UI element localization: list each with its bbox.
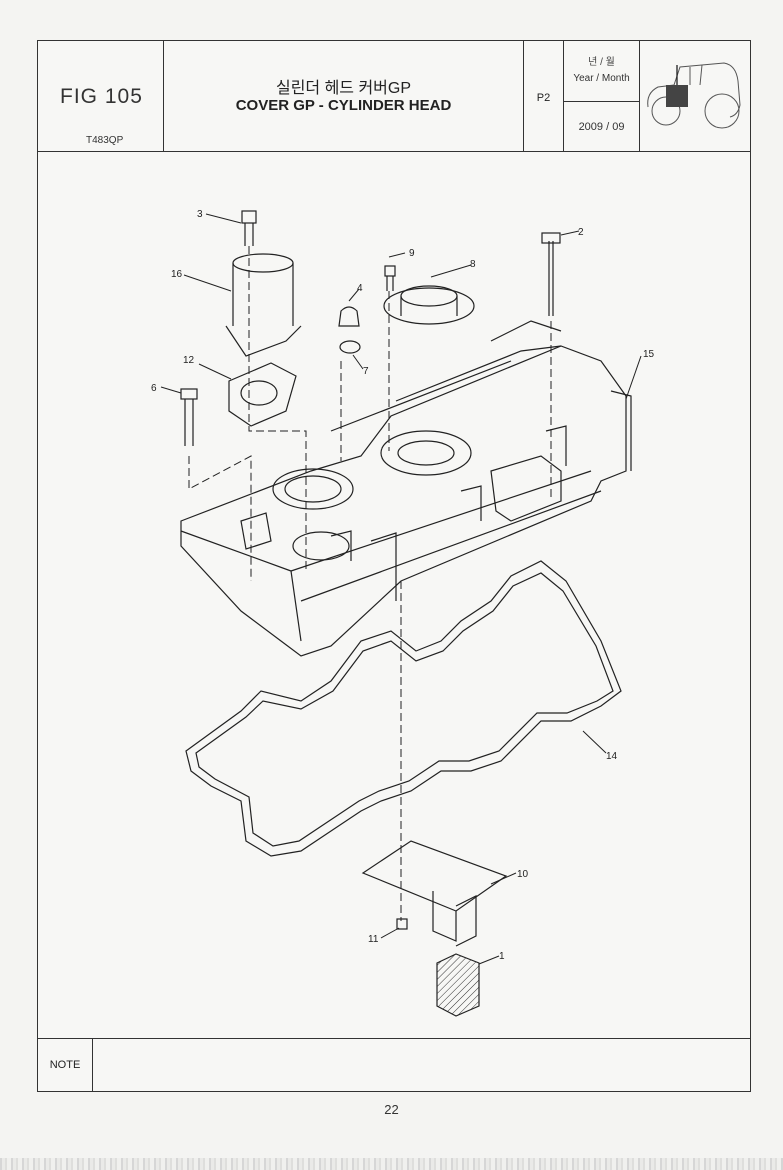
date-cell: 년 / 월 Year / Month 2009 / 09	[564, 41, 640, 151]
date-label-korean: 년 / 월	[588, 57, 615, 68]
callout-4: 4	[357, 283, 363, 294]
callout-6: 6	[151, 383, 157, 394]
tractor-icon	[647, 62, 741, 129]
title-korean: 실린더 헤드 커버GP	[275, 80, 412, 97]
callout-8: 8	[470, 259, 476, 270]
parts-catalog-sheet: FIG 105 T483QP 실린더 헤드 커버GP COVER GP - CY…	[37, 40, 751, 1092]
callout-16: 16	[171, 269, 183, 280]
model-code: T483QP	[86, 135, 124, 146]
callout-3: 3	[197, 209, 203, 220]
date-label-box: 년 / 월 Year / Month	[564, 41, 639, 102]
page-code-cell: P2	[524, 41, 564, 151]
callout-2: 2	[578, 227, 584, 238]
title-cell: 실린더 헤드 커버GP COVER GP - CYLINDER HEAD	[164, 41, 524, 151]
fig-cell: FIG 105 T483QP	[38, 41, 164, 151]
note-row: NOTE	[38, 1038, 750, 1092]
callout-15: 15	[643, 349, 655, 360]
thumbnail-cell	[640, 41, 752, 151]
note-label: NOTE	[38, 1039, 93, 1092]
page-number: 22	[384, 1102, 399, 1117]
page-code: P2	[536, 92, 551, 104]
header-table: FIG 105 T483QP 실린더 헤드 커버GP COVER GP - CY…	[38, 41, 750, 152]
fig-number: FIG 105	[60, 85, 143, 108]
callout-9: 9	[409, 248, 415, 259]
title-english: COVER GP - CYLINDER HEAD	[235, 97, 452, 114]
callout-11: 11	[368, 934, 379, 945]
callout-12: 12	[183, 355, 195, 366]
exploded-parts-diagram: 3 2 16 8 9 4 12 6 7 15 14 10 11 1	[151, 209, 655, 1017]
date-value: 2009 / 09	[578, 121, 625, 133]
callout-14: 14	[606, 751, 618, 762]
callout-1: 1	[499, 951, 505, 962]
callout-7: 7	[363, 366, 369, 377]
date-label-english: Year / Month	[573, 73, 630, 84]
scan-artifact	[0, 1158, 783, 1170]
callout-10: 10	[517, 869, 529, 880]
